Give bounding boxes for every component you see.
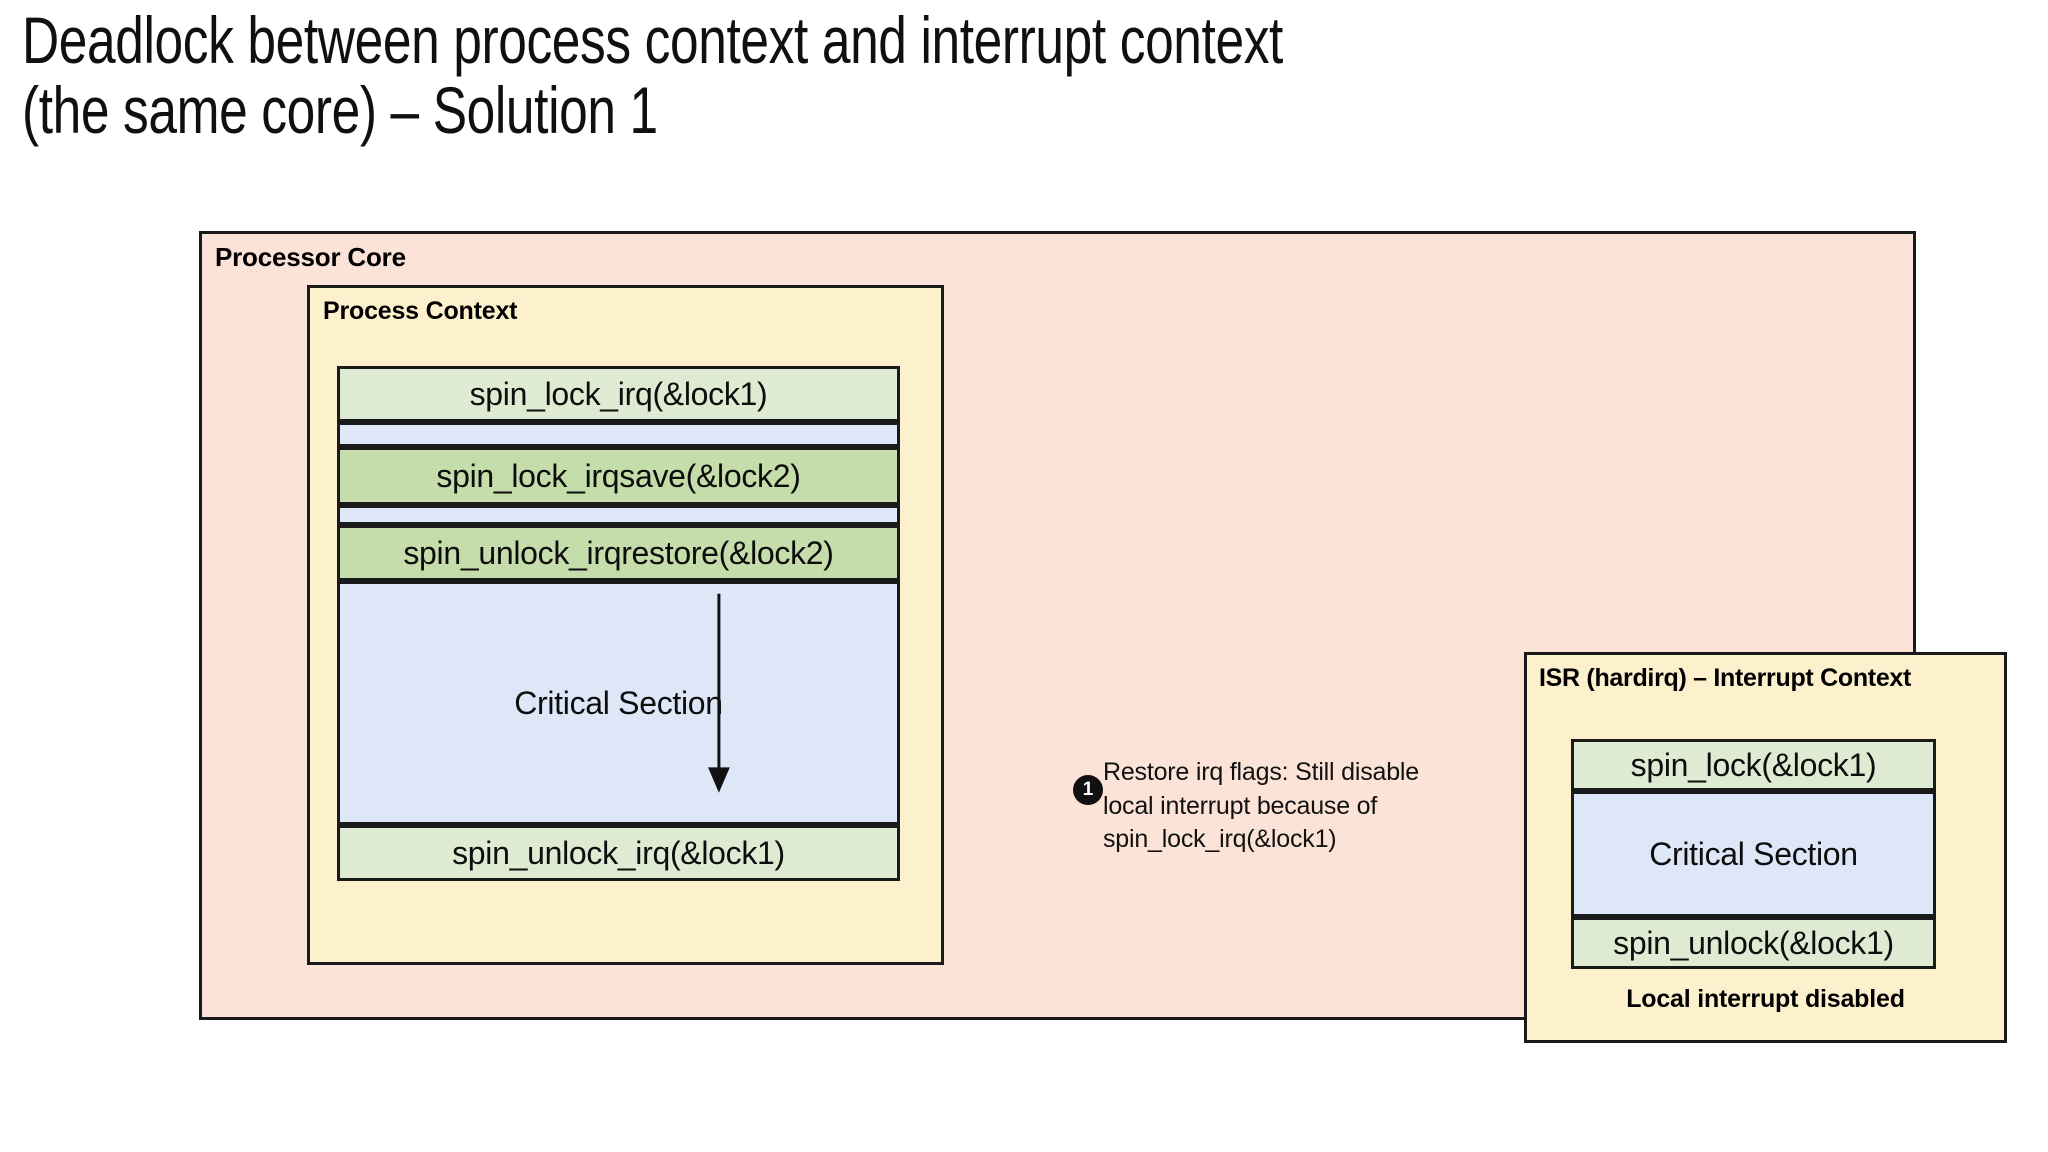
process-spin-unlock-irq-label: spin_unlock_irq(&lock1): [452, 834, 785, 871]
process-spin-lock-irqsave-label: spin_lock_irqsave(&lock2): [436, 457, 801, 494]
process-context-container: Process Context spin_lock_irq(&lock1) sp…: [307, 285, 944, 965]
process-spin-lock-irq-label: spin_lock_irq(&lock1): [469, 375, 768, 412]
process-critical-section-label: Critical Section: [514, 684, 723, 721]
process-context-code-stack: spin_lock_irq(&lock1) spin_lock_irqsave(…: [337, 366, 900, 881]
isr-spin-unlock-block: spin_unlock(&lock1): [1571, 917, 1936, 969]
isr-label: ISR (hardirq) – Interrupt Context: [1539, 664, 1912, 692]
process-spin-lock-irq-block: spin_lock_irq(&lock1): [337, 366, 900, 422]
isr-interrupt-context-container: ISR (hardirq) – Interrupt Context spin_l…: [1524, 652, 2007, 1043]
callout-marker-1: 1: [1073, 775, 1103, 805]
isr-spin-unlock-label: spin_unlock(&lock1): [1613, 924, 1894, 961]
isr-critical-section-block: Critical Section: [1571, 791, 1936, 917]
process-spin-lock-irqsave-block: spin_lock_irqsave(&lock2): [337, 447, 900, 505]
page-title: Deadlock between process context and int…: [22, 3, 1283, 147]
process-critical-section-block: Critical Section: [337, 581, 900, 825]
processor-core-label: Processor Core: [215, 242, 406, 272]
processor-core-container: Processor Core Process Context spin_lock…: [199, 231, 2007, 1043]
isr-spin-lock-block: spin_lock(&lock1): [1571, 739, 1936, 791]
process-gap-block-2: [337, 505, 900, 525]
process-spin-unlock-irq-block: spin_unlock_irq(&lock1): [337, 825, 900, 881]
isr-code-stack: spin_lock(&lock1) Critical Section spin_…: [1571, 739, 1936, 969]
isr-spin-lock-label: spin_lock(&lock1): [1630, 746, 1877, 783]
process-gap-block-1: [337, 422, 900, 447]
isr-critical-section-label: Critical Section: [1649, 835, 1858, 872]
callout-text-1: Restore irq flags: Still disable local i…: [1103, 758, 1419, 853]
isr-footer-note: Local interrupt disabled: [1626, 985, 1905, 1013]
process-context-label: Process Context: [323, 297, 518, 325]
process-spin-unlock-irqrestore-block: spin_unlock_irqrestore(&lock2): [337, 525, 900, 581]
process-spin-unlock-irqrestore-label: spin_unlock_irqrestore(&lock2): [403, 534, 834, 571]
